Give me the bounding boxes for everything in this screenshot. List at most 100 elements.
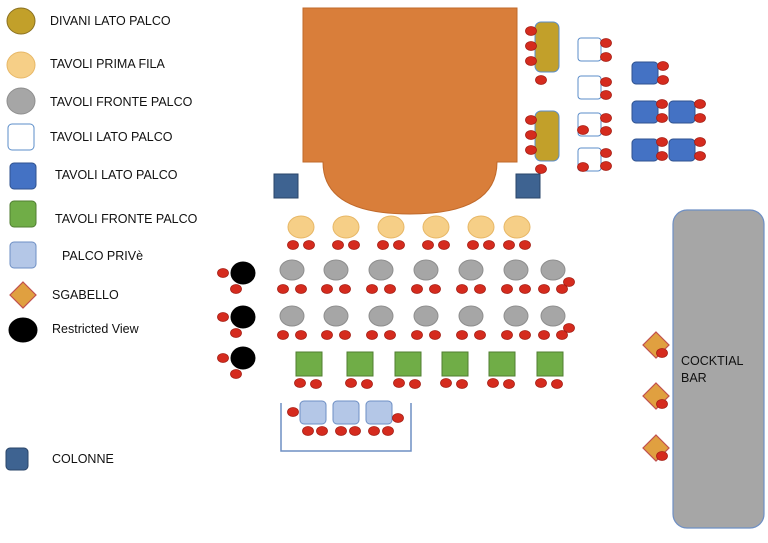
chair (411, 284, 423, 294)
table-fronte-palco (503, 305, 529, 327)
table-lato-white (577, 75, 602, 100)
column (515, 173, 541, 199)
legend-icon-prive (9, 241, 37, 269)
chair (694, 99, 706, 109)
chair (411, 330, 423, 340)
chair (287, 407, 299, 417)
chair (339, 284, 351, 294)
chair (339, 330, 351, 340)
chair (429, 284, 441, 294)
chair (409, 379, 421, 389)
cocktail-bar-label-line1: COCKTIAL (681, 354, 744, 368)
chair (656, 399, 668, 409)
table-lato-blue (631, 61, 659, 85)
table-lato-blue (631, 138, 659, 162)
chair (525, 56, 537, 66)
legend-icon-lato_blue (9, 162, 37, 190)
chair (525, 130, 537, 140)
chair (577, 125, 589, 135)
chair (393, 378, 405, 388)
chair (456, 330, 468, 340)
chair (384, 284, 396, 294)
chair (694, 113, 706, 123)
table-fronte-palco (323, 259, 349, 281)
chair (600, 113, 612, 123)
chair (335, 426, 347, 436)
chair (656, 348, 668, 358)
stage-layer (273, 7, 765, 529)
legend-icon-colonne (5, 447, 29, 471)
chair (348, 240, 360, 250)
chair (321, 284, 333, 294)
chair (295, 330, 307, 340)
table-prima-fila (422, 215, 450, 239)
table-restricted-view (230, 261, 256, 285)
chair (438, 240, 450, 250)
column (273, 173, 299, 199)
chair (600, 148, 612, 158)
cocktail-bar (672, 209, 765, 529)
table-lato-white (577, 37, 602, 62)
chair (563, 323, 575, 333)
chair (656, 151, 668, 161)
legend-icon-fronte_green (9, 200, 37, 228)
cocktail-bar-label-line2: BAR (681, 371, 707, 385)
table-restricted-view (230, 346, 256, 370)
table-prima-fila (503, 215, 531, 239)
legend-label-prima-fila: TAVOLI PRIMA FILA (50, 57, 165, 71)
chair (217, 268, 229, 278)
chair (556, 330, 568, 340)
chair (366, 284, 378, 294)
chair (487, 378, 499, 388)
legend-icon-restricted (8, 317, 38, 343)
table-fronte-palco-green (536, 351, 564, 377)
chair (302, 426, 314, 436)
chair (538, 330, 550, 340)
legend-label-divani: DIVANI LATO PALCO (50, 14, 171, 28)
chair (556, 284, 568, 294)
table-fronte-palco (368, 259, 394, 281)
chair (503, 240, 515, 250)
table-lato-blue (631, 100, 659, 124)
table-prima-fila (287, 215, 315, 239)
chair (483, 240, 495, 250)
table-lato-blue (668, 138, 696, 162)
chair (349, 426, 361, 436)
chair (519, 330, 531, 340)
chair (535, 75, 547, 85)
table-fronte-palco (458, 259, 484, 281)
stage (302, 7, 518, 215)
chair (377, 240, 389, 250)
legend-icon-lato_white (7, 123, 35, 151)
chair (525, 26, 537, 36)
chair (230, 328, 242, 338)
chair (694, 151, 706, 161)
legend-label-fronte-palco-green: TAVOLI FRONTE PALCO (55, 212, 198, 226)
chair (538, 284, 550, 294)
chair (361, 379, 373, 389)
sofa (534, 110, 560, 162)
chair (525, 145, 537, 155)
table-lato-blue (668, 100, 696, 124)
table-palco-prive (299, 400, 327, 425)
chair (345, 378, 357, 388)
table-fronte-palco-green (295, 351, 323, 377)
chair (422, 240, 434, 250)
chair (525, 41, 537, 51)
table-fronte-palco (503, 259, 529, 281)
legend-label-sgabello: SGABELLO (52, 288, 119, 302)
table-fronte-palco-green (394, 351, 422, 377)
chair (217, 312, 229, 322)
table-fronte-palco-green (488, 351, 516, 377)
table-fronte-palco-green (346, 351, 374, 377)
legend-label-palco-prive: PALCO PRIVè (62, 249, 144, 263)
chair (600, 90, 612, 100)
chair (656, 99, 668, 109)
chair (366, 330, 378, 340)
chair (501, 284, 513, 294)
table-prima-fila (332, 215, 360, 239)
chair (332, 240, 344, 250)
chair (287, 240, 299, 250)
table-fronte-palco (323, 305, 349, 327)
